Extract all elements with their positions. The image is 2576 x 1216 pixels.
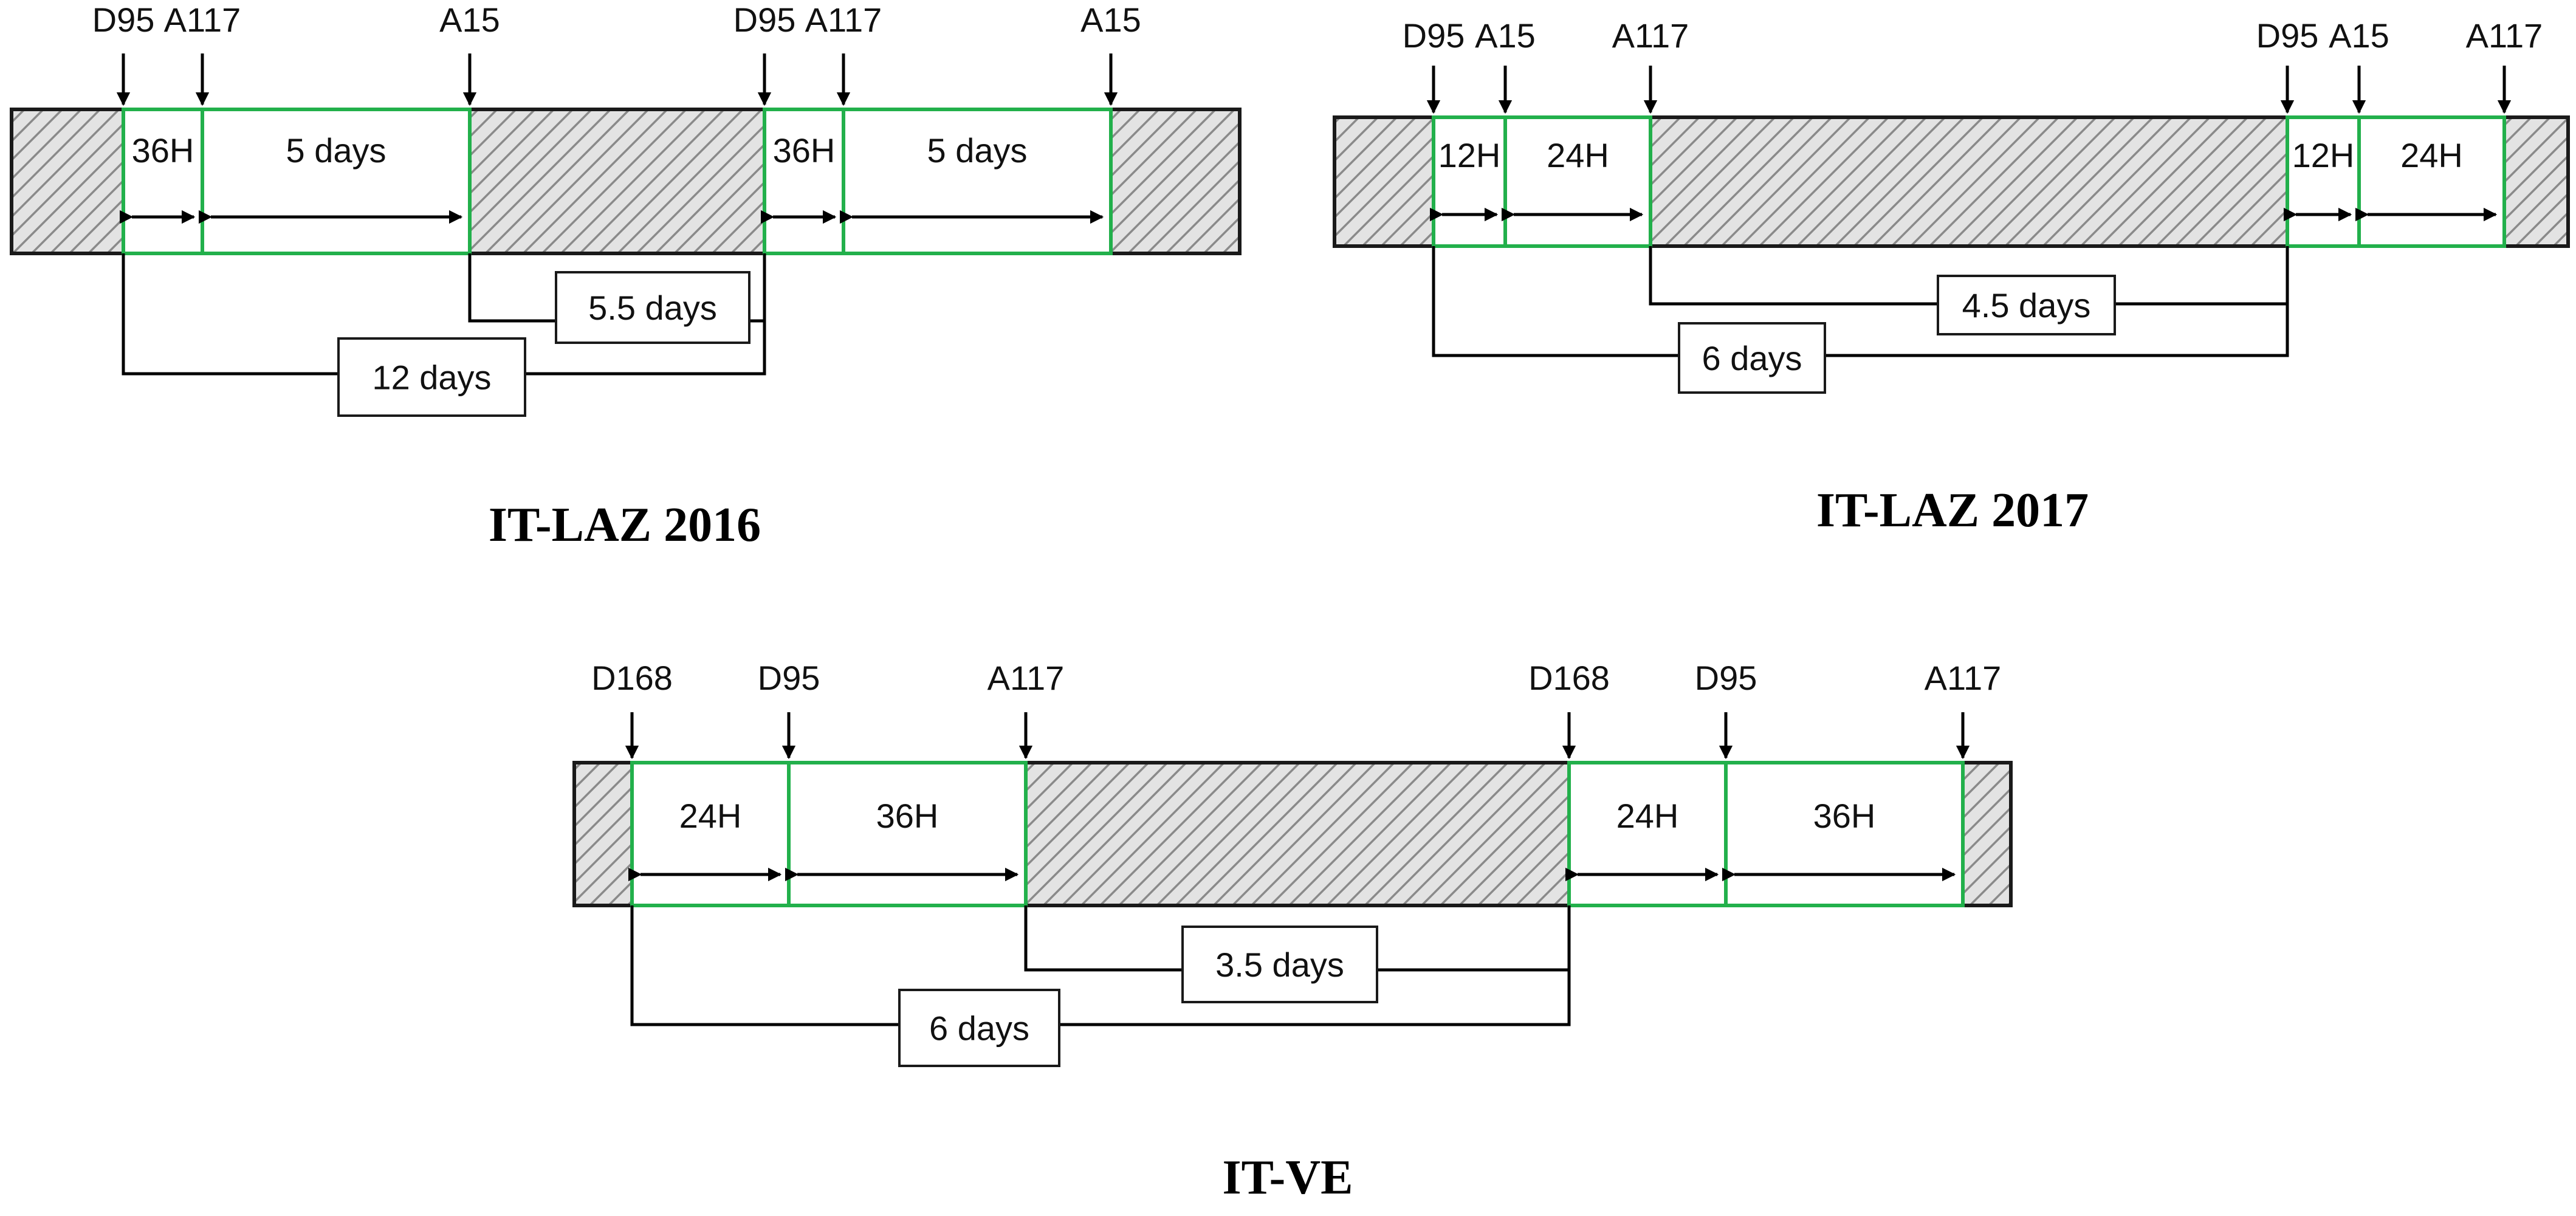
sampling-window-1 [1432,115,1652,248]
marker-label: A117 [1925,659,2002,697]
marker-label: A117 [987,659,1065,697]
marker-label: A117 [2466,16,2543,55]
marker-label: D95 [758,659,820,697]
marker-label: A117 [805,1,882,39]
sampling-window-1 [630,761,1028,907]
marker-label: A117 [164,1,241,39]
duration-label: 36H [773,131,836,170]
duration-label: 36H [1813,797,1876,835]
sampling-window-2 [2286,115,2506,248]
marker-label: D95 [733,1,796,39]
marker-label: D168 [1528,659,1610,697]
sampling-window-2 [763,108,1113,255]
interval-bracket [630,905,1571,1026]
panel-title: IT-LAZ 2016 [489,498,761,552]
duration-label: 24H [679,797,742,835]
marker-label: A15 [439,1,500,39]
interval-label: 3.5 days [1215,946,1344,984]
marker-label: D95 [2256,16,2319,55]
duration-label: 12H [1438,136,1501,174]
duration-label: 36H [132,131,194,170]
interval-box [1181,926,1378,1003]
panel-title: IT-LAZ 2017 [1816,484,2089,537]
sampling-window-1 [122,108,472,255]
duration-label: 5 days [927,131,1028,170]
marker-label: A15 [2329,16,2389,55]
interval-label: 4.5 days [1962,286,2091,325]
interval-label: 12 days [372,359,491,397]
interval-box [337,337,526,417]
panel-title: IT-VE [1223,1151,1353,1204]
sampling-window-2 [1567,761,1965,907]
interval-box [898,989,1060,1067]
duration-label: 5 days [286,131,386,170]
duration-label: 24H [1616,797,1679,835]
interval-bracket [1432,246,2289,357]
interval-box [1937,275,2116,335]
marker-label: D95 [1403,16,1465,55]
marker-label: A15 [1080,1,1141,39]
interval-box [555,271,750,344]
duration-label: 24H [1547,136,1609,174]
interval-label: 6 days [929,1009,1029,1048]
marker-label: D95 [92,1,155,39]
interval-label: 6 days [1702,339,1802,377]
interval-label: 5.5 days [588,289,717,327]
duration-label: 36H [876,797,939,835]
panel-2: D95 A15 A117 D95 A15 A117 12H 24H 12H 24H 4.5 days… [1333,16,2570,537]
duration-label: 24H [2400,136,2463,174]
panel-3: D168 D95 A117 D168 D95 A117 24H 36H 24H 36H 3.5 da… [572,659,2013,1204]
marker-label: A117 [1612,16,1689,55]
interval-box [1678,322,1826,394]
marker-label: D95 [1695,659,1757,697]
duration-label: 12H [2292,136,2355,174]
marker-label: D168 [591,659,673,697]
marker-label: A15 [1475,16,1536,55]
